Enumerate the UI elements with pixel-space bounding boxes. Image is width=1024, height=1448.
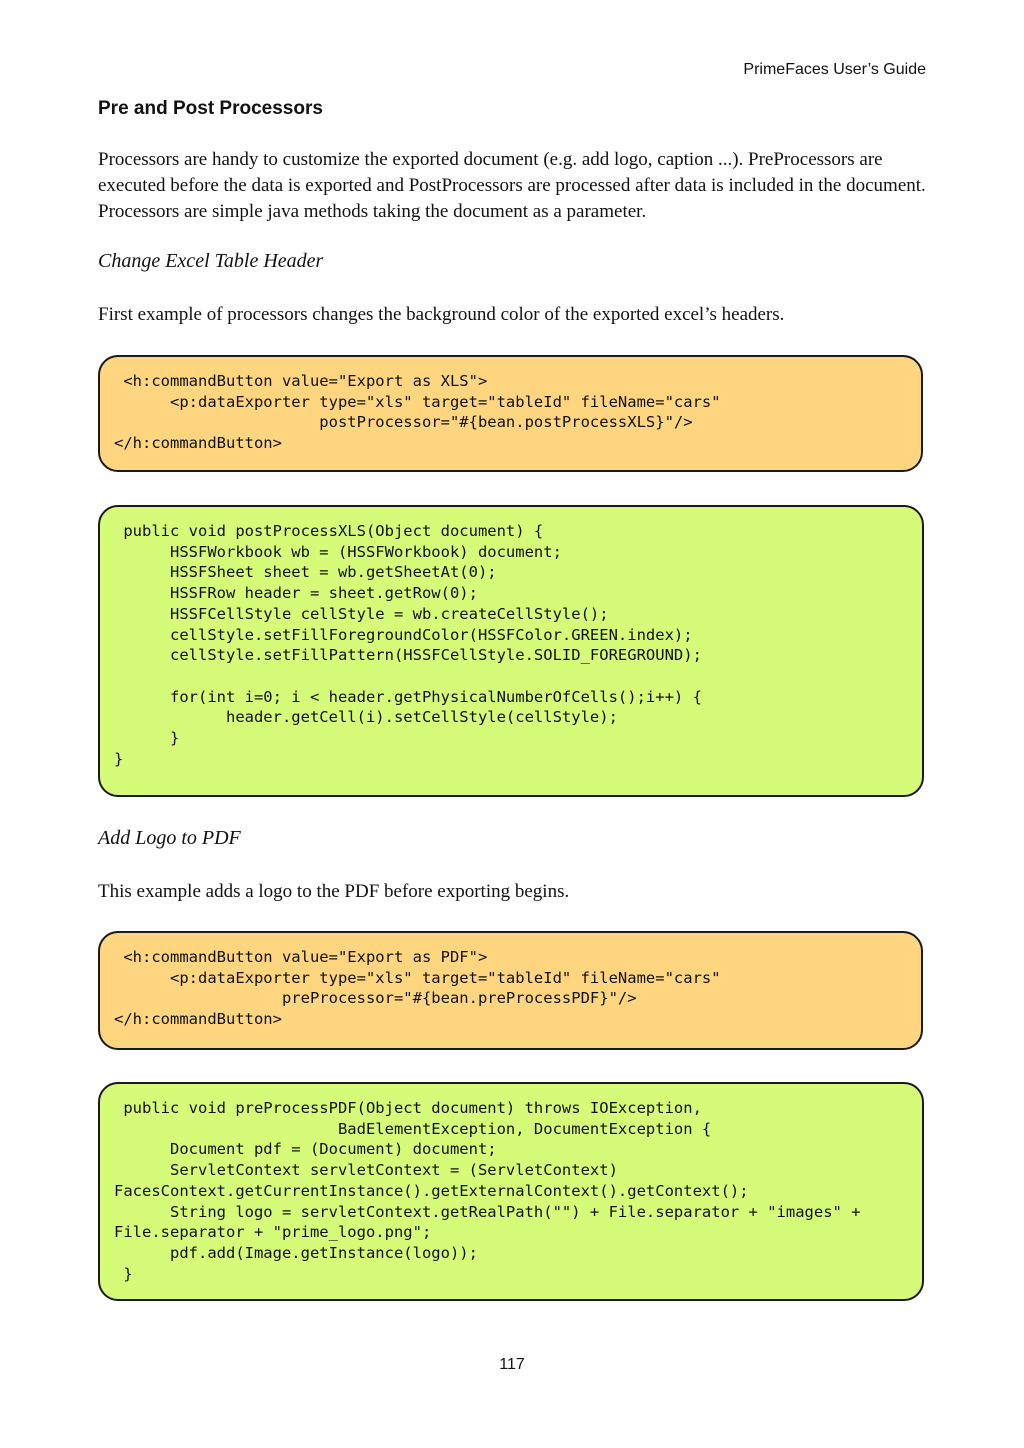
pdf-markup-code: <h:commandButton value="Export as PDF"> …: [114, 948, 721, 1029]
xls-markup-code-box: <h:commandButton value="Export as XLS"> …: [98, 355, 923, 472]
section-title: Pre and Post Processors: [98, 98, 323, 119]
excel-description: First example of processors changes the …: [98, 304, 785, 325]
intro-paragraph: Processors are handy to customize the ex…: [98, 149, 926, 222]
subsection-heading-excel: Change Excel Table Header: [98, 250, 324, 272]
xls-markup-code: <h:commandButton value="Export as XLS"> …: [114, 372, 721, 453]
page-number: 117: [499, 1356, 525, 1373]
running-header: PrimeFaces User’s Guide: [743, 61, 926, 78]
pdf-java-code-box: public void preProcessPDF(Object documen…: [98, 1082, 924, 1301]
pdf-markup-code-box: <h:commandButton value="Export as PDF"> …: [98, 931, 923, 1050]
pdf-java-code: public void preProcessPDF(Object documen…: [114, 1099, 861, 1283]
pdf-description: This example adds a logo to the PDF befo…: [98, 881, 570, 902]
subsection-heading-pdf: Add Logo to PDF: [98, 827, 241, 849]
xls-java-code: public void postProcessXLS(Object docume…: [114, 522, 702, 768]
xls-java-code-box: public void postProcessXLS(Object docume…: [98, 505, 924, 797]
